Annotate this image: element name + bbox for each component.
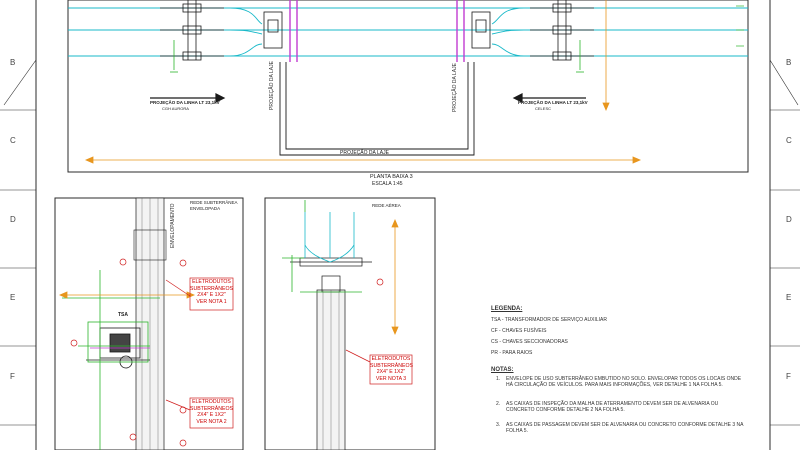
note-box-1-line-3: 2X4" E 1X2" — [197, 292, 226, 298]
center-structures — [263, 11, 491, 49]
right-edge-marks — [736, 5, 744, 47]
line-arrows — [150, 93, 586, 103]
note-1-line-2: HÁ CIRCULAÇÃO DE VEÍCULOS. PARA MAIS INF… — [506, 382, 723, 388]
slab-projection-left-label: PROJEÇÃO DA LAJE — [269, 61, 275, 110]
left-crossarm — [160, 0, 224, 61]
plan-view — [67, 0, 749, 173]
legend-item-cs: CS - CHAVES SECCIONADORAS — [491, 339, 568, 345]
row-label-f: F — [10, 372, 15, 381]
plan-title: PLANTA BAIXA 3 — [370, 174, 413, 180]
note-box-1-line-1: ELETRODUTOS — [192, 279, 231, 285]
note-2-line-1: AS CAIXAS DE INSPEÇÃO DA MALHA DE ATERRA… — [506, 401, 719, 407]
slab-projection-bottom-label: PROJEÇÃO DA LAJE — [340, 150, 389, 156]
note-box-3: ELETRODUTOS SUBTERRÂNEOS 2X4" E 1X2" VER… — [370, 356, 413, 382]
row-label-d: D — [10, 215, 16, 224]
note-box-2-line-1: ELETRODUTOS — [192, 399, 231, 405]
note-box-2-line-4: VER NOTA 2 — [196, 418, 227, 425]
note-3-line-2: FOLHA 5. — [506, 428, 528, 434]
row-label-e: E — [10, 293, 16, 302]
cyan-conductors — [68, 7, 748, 57]
note-box-3-line-3: 2X4" E 1X2" — [376, 369, 406, 375]
right-crossarm — [530, 0, 594, 61]
magenta-busbars — [289, 0, 465, 62]
arrow-left-label: PROJEÇÃO DA LINHA LT 23,1kV — [150, 100, 220, 105]
row-label-c-right: C — [786, 136, 792, 145]
note-1-line-1: ENVELOPE DE USO SUBTERRÂNEO EMBUTIDO NO … — [506, 376, 742, 382]
right-ground — [576, 40, 584, 73]
arrow-left-sublabel: CGH AURORA — [162, 106, 189, 111]
row-label-b: B — [10, 58, 16, 67]
arrow-right-sublabel: CELESC — [535, 106, 552, 111]
note-box-1: ELETRODUTOS SUBTERRÂNEOS 2X4" E 1X2" VER… — [190, 279, 233, 305]
plan-scale: ESCALA 1:45 — [372, 181, 403, 187]
legend-item-pr: PR - PARA RAIOS — [491, 350, 533, 356]
row-label-f-right: F — [786, 372, 791, 381]
note-box-2-line-2: SUBTERRÂNEOS — [190, 405, 233, 412]
row-label-e-right: E — [786, 293, 792, 302]
note-box-2: ELETRODUTOS SUBTERRÂNEOS 2X4" E 1X2" VER… — [190, 399, 233, 425]
slab-projection-right-label: PROJEÇÃO DA LAJE — [452, 63, 458, 112]
note-box-3-line-1: ELETRODUTOS — [371, 356, 411, 362]
row-label-d-right: D — [786, 215, 792, 224]
underground-network-sublabel: ENVELOPADA — [190, 206, 221, 211]
slab-projection — [279, 62, 475, 156]
row-label-c: C — [10, 136, 16, 145]
envelope-label: ENVELOPAMENTO — [170, 203, 176, 248]
detail-middle — [264, 197, 436, 450]
detail-left — [54, 197, 244, 450]
note-2-line-2: CONCRETO CONFORME DETALHE 2 NA FOLHA 5. — [506, 407, 625, 413]
note-box-3-line-4: VER NOTA 3 — [375, 375, 407, 382]
overhead-network-label: REDE AÉREA — [372, 203, 401, 208]
notes-title: NOTAS: — [491, 367, 514, 373]
underground-network-label: REDE SUBTERRÂNEA — [190, 200, 238, 205]
note-1-number: 1. — [496, 376, 501, 382]
row-label-b-right: B — [786, 58, 792, 67]
note-box-1-line-2: SUBTERRÂNEOS — [190, 285, 233, 292]
tsa-label: TSA — [118, 312, 128, 318]
note-box-1-line-4: VER NOTA 1 — [196, 298, 227, 305]
note-3-line-1: AS CAIXAS DE PASSAGEM DEVEM SER DE ALVEN… — [506, 422, 744, 428]
legend-item-tsa: TSA - TRANSFORMADOR DE SERVIÇO AUXILIAR — [491, 317, 607, 323]
legend-title: LEGENDA: — [491, 306, 523, 312]
note-box-3-line-2: SUBTERRÂNEOS — [370, 362, 413, 369]
left-ground — [170, 40, 178, 73]
dimension-lines — [84, 0, 642, 164]
plan-view-border — [67, 0, 749, 173]
note-3-number: 3. — [496, 422, 501, 428]
arrow-right-label: PROJEÇÃO DA LINHA LT 23,1kV — [518, 100, 588, 105]
legend-item-cf: CF - CHAVES FUSÍVEIS — [491, 328, 547, 334]
detail-middle-border — [264, 197, 436, 450]
note-box-2-line-3: 2X4" E 1X2" — [197, 412, 226, 418]
note-2-number: 2. — [496, 401, 501, 407]
